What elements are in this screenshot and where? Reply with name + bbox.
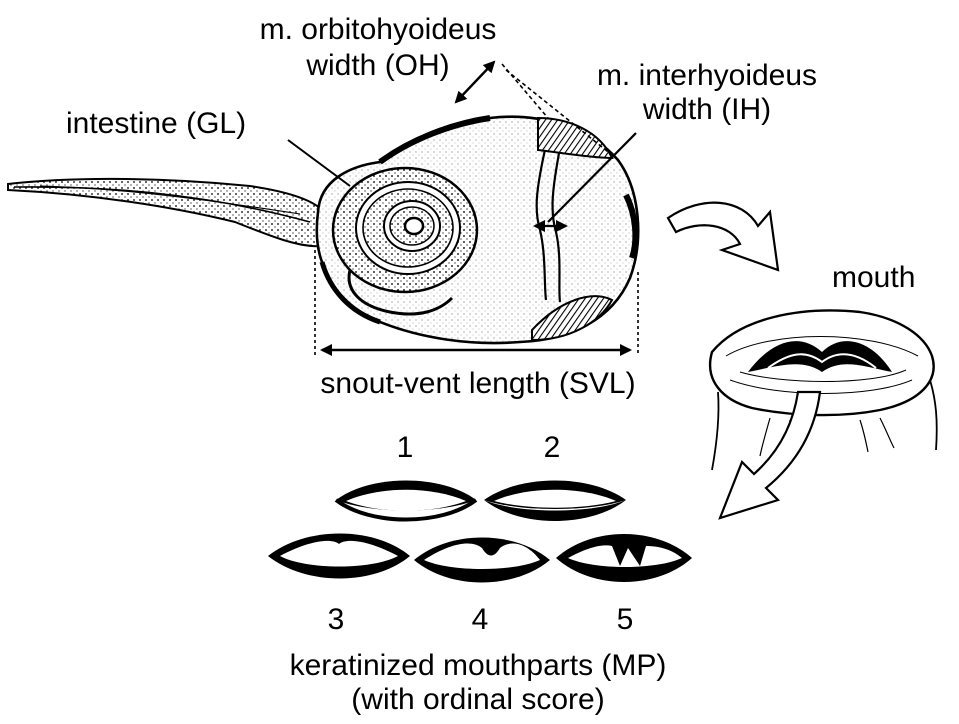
mouth-label: mouth (832, 262, 915, 294)
score-label-1: 1 (397, 432, 414, 464)
curved-arrow-to-mouth (668, 203, 778, 270)
tadpole-tail (8, 179, 322, 246)
mp-label-line1: keratinized mouthparts (MP) (290, 650, 667, 682)
orbitohyoideus-muscle-upper (538, 118, 612, 158)
oh-label-line2: width (OH) (306, 50, 449, 82)
ih-label-line1: m. interhyoideus (597, 60, 817, 92)
score-label-2: 2 (544, 432, 561, 464)
intestine-pointer-line (288, 140, 350, 186)
score-label-3: 3 (328, 604, 345, 636)
mouthpart-score-4 (414, 538, 550, 583)
intestine-label: intestine (GL) (66, 108, 246, 140)
ih-label-line2: width (IH) (643, 94, 771, 126)
mouthpart-score-2 (484, 481, 626, 522)
oh-label-line1: m. orbitohyoideus (260, 14, 497, 46)
mp-label-line2: (with ordinal score) (351, 684, 604, 716)
score-label-5: 5 (617, 604, 634, 636)
mouthpart-score-5 (556, 534, 692, 582)
mouth-oral-disc (710, 311, 937, 470)
svl-label: snout-vent length (SVL) (320, 368, 635, 400)
mouthpart-score-3 (268, 534, 410, 579)
score-label-4: 4 (472, 604, 489, 636)
oh-double-arrow (456, 62, 494, 102)
mouthpart-score-1 (336, 481, 476, 520)
